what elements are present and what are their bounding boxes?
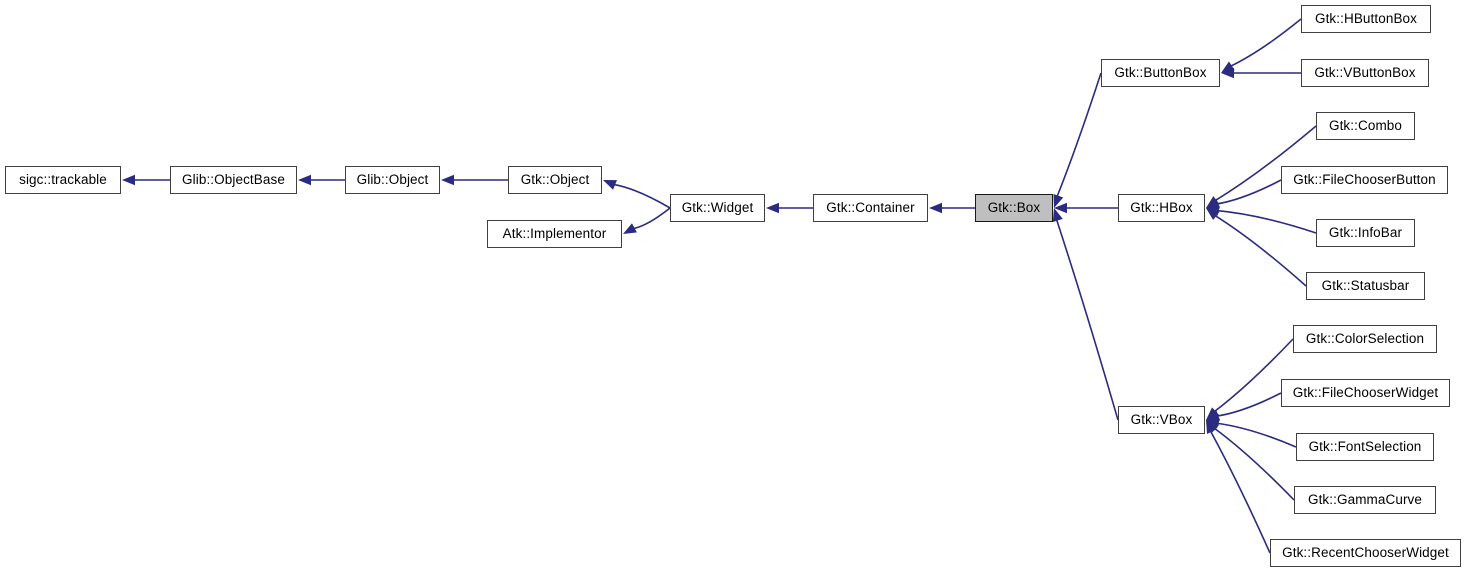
class-node-gtk-hbox[interactable]: Gtk::HBox <box>1118 194 1205 222</box>
class-node-label: Glib::ObjectBase <box>182 172 285 188</box>
class-node-gtk-gammacurve[interactable]: Gtk::GammaCurve <box>1294 486 1436 514</box>
class-node-label: Gtk::GammaCurve <box>1307 492 1423 508</box>
class-node-gtk-box[interactable]: Gtk::Box <box>975 194 1053 222</box>
class-node-label: Gtk::ButtonBox <box>1114 65 1207 81</box>
class-node-atk-implementor[interactable]: Atk::Implementor <box>487 220 622 248</box>
class-node-gtk-combo[interactable]: Gtk::Combo <box>1316 112 1415 140</box>
class-node-label: Gtk::FileChooserWidget <box>1292 385 1439 401</box>
class-node-gtk-hbuttonbox[interactable]: Gtk::HButtonBox <box>1301 5 1431 33</box>
class-node-label: Gtk::Widget <box>681 200 754 216</box>
class-node-gtk-filechooserbutton[interactable]: Gtk::FileChooserButton <box>1281 166 1448 194</box>
class-node-label: Gtk::FileChooserButton <box>1293 172 1436 188</box>
class-node-gtk-statusbar[interactable]: Gtk::Statusbar <box>1306 272 1425 300</box>
class-node-glib-objectbase[interactable]: Glib::ObjectBase <box>170 166 297 194</box>
class-node-gtk-recentchooserwidget[interactable]: Gtk::RecentChooserWidget <box>1270 539 1461 567</box>
class-node-label: Gtk::HBox <box>1130 200 1193 216</box>
class-node-gtk-widget[interactable]: Gtk::Widget <box>670 194 765 222</box>
class-node-gtk-vbox[interactable]: Gtk::VBox <box>1118 406 1205 434</box>
class-node-gtk-fontselection[interactable]: Gtk::FontSelection <box>1296 433 1434 461</box>
class-node-label: sigc::trackable <box>19 172 107 188</box>
class-node-label: Gtk::Box <box>987 200 1041 216</box>
class-node-label: Glib::Object <box>356 172 429 188</box>
class-node-label: Gtk::Object <box>520 172 590 188</box>
class-node-glib-object[interactable]: Glib::Object <box>345 166 440 194</box>
class-node-label: Gtk::Container <box>826 200 915 216</box>
class-node-label: Gtk::Combo <box>1328 118 1403 134</box>
class-node-gtk-buttonbox[interactable]: Gtk::ButtonBox <box>1101 59 1220 87</box>
class-node-label: Gtk::FontSelection <box>1308 439 1422 455</box>
class-node-gtk-filechooserwidget[interactable]: Gtk::FileChooserWidget <box>1281 379 1450 407</box>
class-node-label: Gtk::VButtonBox <box>1314 65 1416 81</box>
class-node-label: Gtk::Statusbar <box>1321 278 1410 294</box>
class-node-label: Atk::Implementor <box>502 226 607 242</box>
class-node-sigc-trackable[interactable]: sigc::trackable <box>5 166 121 194</box>
class-node-gtk-vbuttonbox[interactable]: Gtk::VButtonBox <box>1301 59 1429 87</box>
class-node-gtk-object[interactable]: Gtk::Object <box>508 166 602 194</box>
class-node-label: Gtk::InfoBar <box>1328 225 1403 241</box>
class-node-label: Gtk::ColorSelection <box>1305 331 1425 347</box>
class-node-label: Gtk::RecentChooserWidget <box>1282 545 1449 561</box>
class-node-gtk-infobar[interactable]: Gtk::InfoBar <box>1316 219 1415 247</box>
class-node-label: Gtk::VBox <box>1130 412 1193 428</box>
class-node-gtk-container[interactable]: Gtk::Container <box>813 194 928 222</box>
class-node-gtk-colorselection[interactable]: Gtk::ColorSelection <box>1293 325 1437 353</box>
class-node-label: Gtk::HButtonBox <box>1314 11 1418 27</box>
